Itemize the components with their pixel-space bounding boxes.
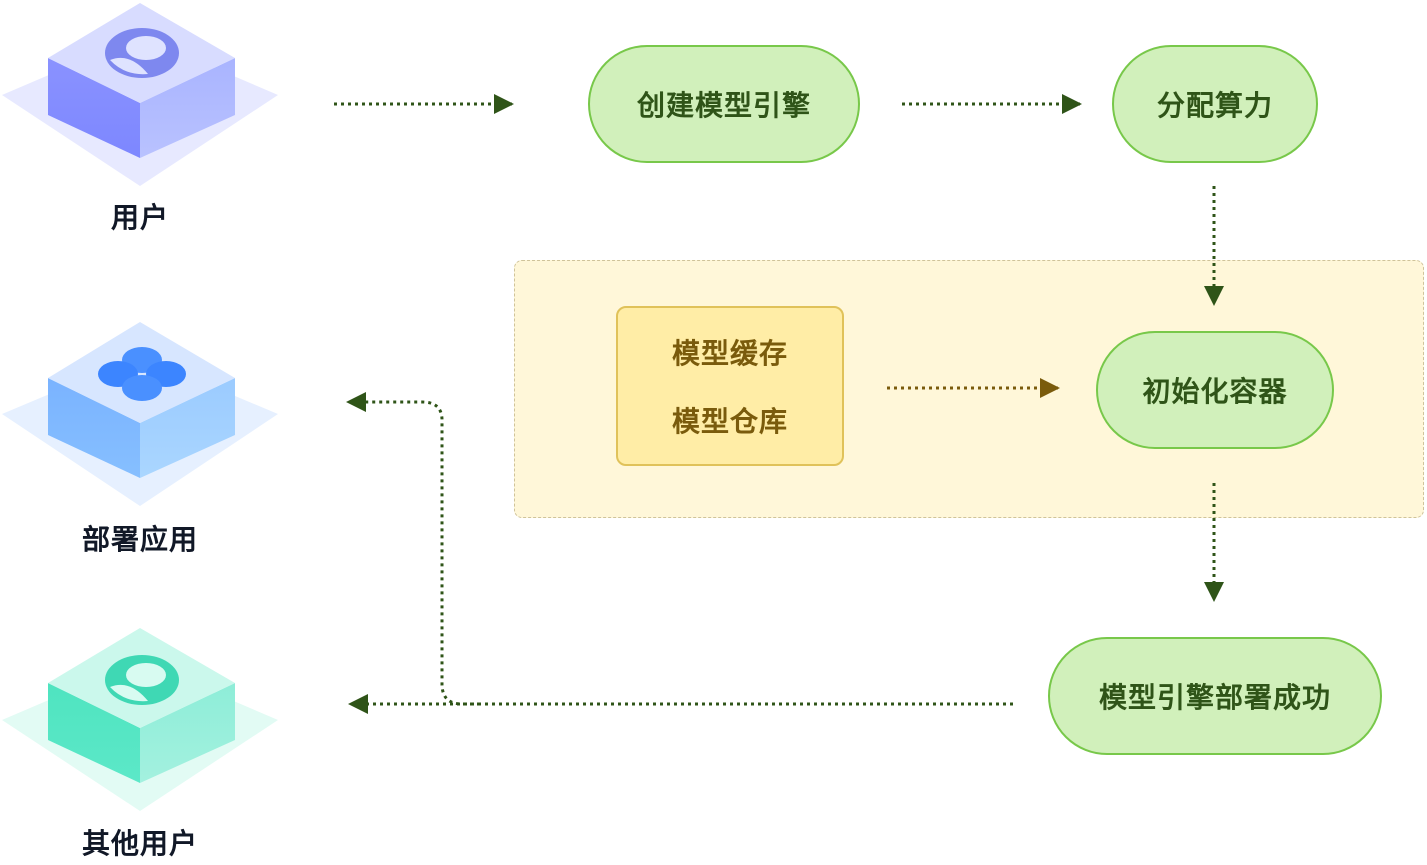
user-cube-icon <box>2 3 278 186</box>
app-cube-icon <box>2 322 278 506</box>
step-create-engine: 创建模型引擎 <box>588 45 860 163</box>
arrow-success-to-deploy-app <box>346 392 480 706</box>
deploy-app-label: 部署应用 <box>81 523 198 556</box>
cache-model-cache-label: 模型缓存 <box>671 337 788 370</box>
user-label: 用户 <box>110 201 169 234</box>
step-allocate-compute-label: 分配算力 <box>1156 89 1273 122</box>
other-users-label: 其他用户 <box>81 827 198 860</box>
step-create-engine-label: 创建模型引擎 <box>636 89 811 122</box>
cache-model-repo-label: 模型仓库 <box>671 405 788 438</box>
other-user-cube-icon <box>2 628 278 811</box>
step-allocate-compute: 分配算力 <box>1112 45 1318 163</box>
step-deploy-success-label: 模型引擎部署成功 <box>1098 681 1331 714</box>
cache-box: 模型缓存 模型仓库 <box>616 306 844 466</box>
step-init-container-label: 初始化容器 <box>1142 375 1288 408</box>
step-init-container: 初始化容器 <box>1096 331 1334 449</box>
step-deploy-success: 模型引擎部署成功 <box>1048 637 1382 755</box>
